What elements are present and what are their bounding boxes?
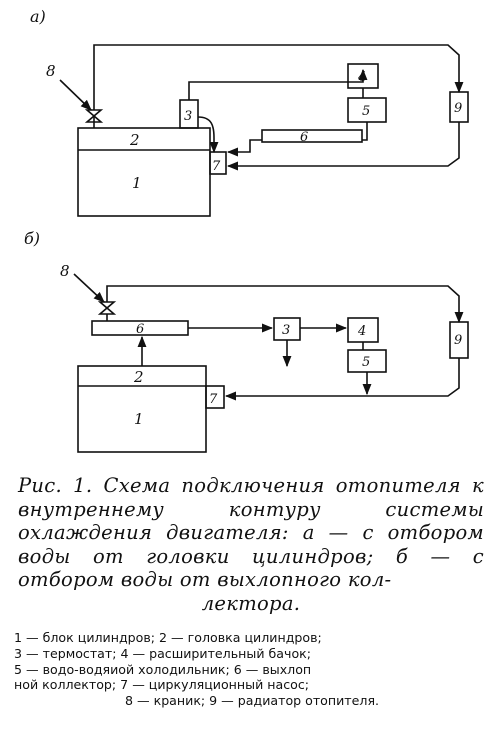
pointer-8	[59, 79, 92, 111]
label-water-cooler: 5	[362, 355, 370, 370]
label-valve: 8	[46, 62, 56, 80]
label-cylinder-block: 1	[132, 174, 142, 192]
label-cylinder-block: 1	[134, 410, 144, 428]
pipe-cooler-to-collector	[362, 122, 368, 141]
legend-line: 3 — термостат; 4 — расширительный бачок;	[14, 645, 311, 661]
figure-caption: Рис. 1. Схема подключения отопителя к вн…	[18, 474, 484, 615]
label-valve: 8	[60, 262, 70, 280]
scheme-a: a) 2 1 8 9 3 4 5 6 7	[30, 7, 469, 217]
legend-line: 1 — блок цилиндров; 2 — головка цилиндро…	[14, 630, 322, 645]
panel-b-label: б)	[24, 229, 40, 248]
circulation-pump	[205, 385, 225, 409]
circulation-pump	[209, 151, 227, 175]
label-thermostat: 3	[282, 323, 290, 338]
exhaust-collector	[261, 129, 363, 143]
heater-connection-diagram: a) 2 1 8 9 3 4 5 6 7	[24, 7, 469, 453]
scheme-b: б) 2 1 6 8 9 3 4 5 7	[24, 229, 469, 453]
label-expansion-tank: 4	[357, 70, 366, 85]
legend-line: ной коллектор; 7 — циркуляционный насос;	[14, 677, 310, 693]
label-cylinder-head: 2	[129, 131, 140, 149]
pointer-8	[73, 273, 105, 303]
label-exhaust-collector: 6	[300, 130, 308, 145]
label-radiator: 9	[454, 333, 462, 348]
label-pump: 7	[209, 392, 218, 407]
valve-tap	[97, 301, 117, 315]
caption-text-end: лектора.	[201, 591, 301, 615]
label-pump: 7	[212, 159, 221, 174]
pipe-to-radiator	[106, 285, 464, 324]
pipe-thermostat-down	[197, 116, 219, 154]
pipe-to-radiator	[93, 44, 464, 110]
pipe-to-tank	[188, 68, 368, 100]
valve-tap	[84, 109, 104, 123]
label-thermostat: 3	[184, 109, 192, 124]
label-radiator: 9	[454, 101, 462, 116]
label-cylinder-head: 2	[133, 368, 144, 386]
caption-text: Рис. 1. Схема подключения отопителя к вн…	[18, 474, 484, 591]
legend-line: 8 — краник; 9 — радиатор отопителя.	[124, 693, 380, 709]
label-exhaust-collector: 6	[136, 322, 144, 337]
legend-line: 5 — водо-водяиой холодильник; 6 — выхлоп	[14, 661, 312, 677]
panel-a-label: a)	[30, 7, 46, 26]
pipe-collector-to-pump	[226, 139, 262, 157]
label-water-cooler: 5	[362, 104, 370, 119]
figure-legend: 1 — блок цилиндров; 2 — головка цилиндро…	[14, 630, 490, 709]
pipe-return-radiator	[226, 122, 460, 171]
label-expansion-tank: 4	[357, 324, 366, 339]
cylinder-block	[77, 127, 211, 217]
pipe-return-radiator	[224, 358, 460, 401]
